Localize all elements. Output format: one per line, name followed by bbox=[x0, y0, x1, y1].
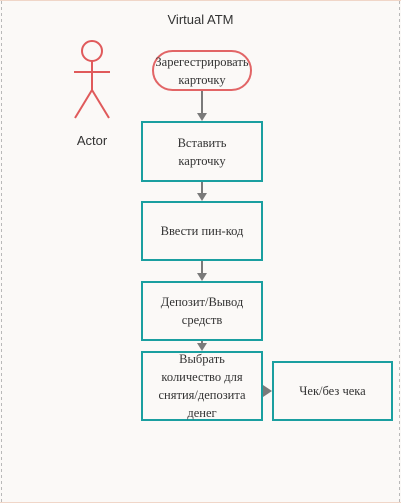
actor-label: Actor bbox=[76, 133, 108, 148]
arrow-insert-to-pin bbox=[197, 182, 207, 201]
arrow-pin-to-deposit bbox=[197, 261, 207, 281]
node-register-card[interactable]: Зарегестрировать карточку bbox=[152, 50, 252, 91]
node-insert-card[interactable]: Вставить карточку bbox=[141, 121, 263, 182]
node-register-card-label: Зарегестрировать карточку bbox=[155, 54, 249, 87]
node-deposit-withdraw[interactable]: Депозит/Вывод средств bbox=[141, 281, 263, 341]
node-enter-pin[interactable]: Ввести пин-код bbox=[141, 201, 263, 261]
actor-icon bbox=[74, 40, 110, 119]
node-enter-pin-label: Ввести пин-код bbox=[160, 224, 244, 238]
node-receipt[interactable]: Чек/без чека bbox=[272, 361, 393, 421]
node-deposit-withdraw-label: Депозит/Вывод средств bbox=[160, 295, 244, 327]
arrow-deposit-to-amount bbox=[197, 341, 207, 351]
node-choose-amount[interactable]: Выбрать количество для снятия/депозита д… bbox=[141, 351, 263, 421]
node-insert-card-label: Вставить карточку bbox=[177, 135, 227, 168]
node-receipt-label: Чек/без чека bbox=[299, 384, 366, 398]
node-choose-amount-label: Выбрать количество для снятия/депозита д… bbox=[158, 352, 246, 420]
arrow-amount-to-receipt bbox=[263, 385, 272, 397]
arrow-start-to-insert bbox=[197, 91, 207, 121]
diagram-title: Virtual ATM bbox=[167, 12, 234, 27]
